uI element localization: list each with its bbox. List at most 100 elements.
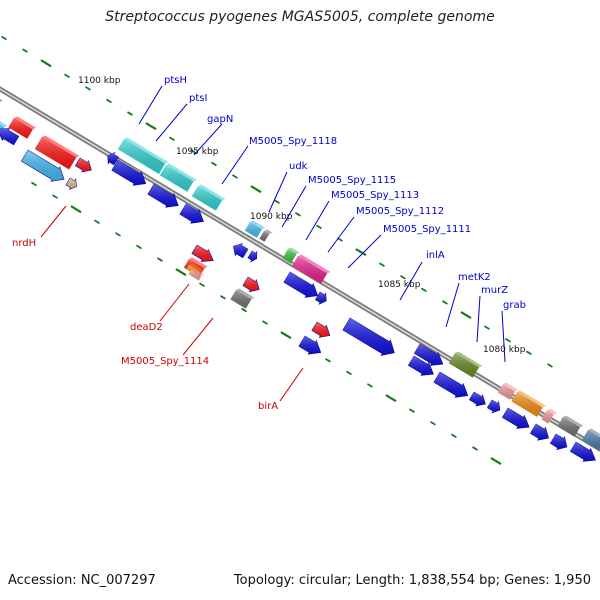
ruler-tick [472, 446, 478, 451]
gene-block-gapN[interactable] [159, 163, 197, 192]
gene-label-top: M5005_Spy_1111 [383, 224, 471, 235]
ruler-tick [64, 73, 70, 78]
gene-block-gray[interactable] [259, 229, 273, 242]
ruler-tick [52, 194, 58, 199]
cds-arrow[interactable] [111, 159, 147, 186]
cds-arrow[interactable] [147, 183, 179, 208]
ruler-tick [400, 275, 406, 280]
gene-label-top: grab [503, 300, 526, 311]
cds-arrow[interactable] [433, 371, 469, 398]
gene-block-pink[interactable] [541, 408, 558, 424]
gene-block-red[interactable] [34, 135, 80, 170]
gene-block-gapN[interactable] [191, 184, 226, 211]
ruler-tick [490, 457, 502, 465]
gene-label-top: ptsH [164, 75, 187, 86]
cds-arrow[interactable] [501, 407, 530, 429]
ruler-tick [355, 248, 367, 256]
cds-arrow[interactable] [413, 343, 444, 366]
cds-arrow[interactable] [468, 391, 486, 407]
gene-label-bottom: nrdH [12, 238, 36, 249]
ruler-tick [157, 257, 163, 262]
label-leader [281, 185, 307, 228]
gene-block-magenta[interactable] [291, 254, 331, 284]
gene-block-udk[interactable] [244, 220, 266, 238]
gene-label-top: inlA [426, 250, 445, 261]
ruler-tick [505, 338, 511, 343]
ruler-tick [547, 363, 553, 368]
label-leader [476, 295, 481, 343]
ruler-tick [22, 48, 28, 53]
cds-arrow[interactable] [107, 151, 119, 166]
ruler-tick [85, 86, 91, 91]
ruler-tick [325, 358, 331, 363]
gene-block-deaD2-stripe[interactable] [188, 268, 205, 281]
label-leader [445, 282, 460, 328]
ruler-tick [211, 161, 217, 166]
ruler-tick [250, 185, 262, 193]
cds-arrow-red[interactable] [191, 244, 214, 262]
cds-arrow[interactable] [342, 317, 395, 356]
ruler-tick [316, 224, 322, 229]
ruler-tick [409, 408, 415, 413]
gene-label-bottom: birA [258, 401, 278, 412]
ruler-tick [460, 311, 472, 319]
cds-arrow[interactable] [486, 399, 501, 414]
ruler-tick [295, 212, 301, 217]
label-leader [138, 85, 163, 125]
topology-summary: Topology: circular; Length: 1,838,554 bp… [233, 573, 591, 588]
gene-block-green[interactable] [282, 247, 300, 264]
cds-arrow[interactable] [407, 355, 434, 376]
gene-label-top: M5005_Spy_1113 [331, 190, 419, 201]
ruler-tick [1, 35, 7, 41]
cds-arrow-red[interactable] [242, 276, 260, 293]
ruler-tick [241, 307, 247, 312]
gene-block-steel[interactable] [581, 428, 600, 451]
cds-arrow[interactable] [549, 433, 568, 451]
map-title: Streptococcus pyogenes MGAS5005, complet… [105, 9, 495, 25]
cds-arrow-tan[interactable] [65, 177, 77, 191]
cds-arrow-red[interactable] [74, 157, 92, 173]
gene-block-red[interactable] [8, 116, 37, 139]
ruler-tick [262, 320, 268, 325]
ruler-tick [136, 244, 142, 249]
cds-arrow[interactable] [247, 250, 258, 263]
gene-block-pink[interactable] [497, 382, 519, 400]
ruler-tick [175, 268, 187, 276]
cds-arrow[interactable] [233, 243, 249, 259]
label-leader [221, 145, 249, 185]
label-leader [155, 103, 188, 142]
ruler-tick [337, 237, 343, 242]
gene-features[interactable] [0, 98, 600, 462]
gene-label-top: murZ [481, 285, 508, 296]
gene-block-ptsI[interactable] [117, 137, 169, 174]
label-leader [501, 310, 506, 363]
gene-block-orange[interactable] [511, 390, 546, 417]
ruler-tick [421, 287, 427, 292]
ruler-tick [94, 219, 100, 224]
cds-arrow[interactable] [569, 441, 596, 462]
gene-block-red[interactable] [0, 98, 3, 114]
label-leader [159, 283, 190, 322]
gene-label-top: metK2 [458, 272, 491, 283]
ruler-label: 1085 kbp [378, 280, 421, 290]
cds-arrow[interactable] [298, 335, 322, 355]
label-leader-lines [40, 85, 506, 402]
cds-arrow[interactable] [179, 203, 204, 224]
ruler-label: 1100 kbp [78, 76, 121, 86]
gene-block-olive[interactable] [448, 351, 483, 378]
ruler-tick [40, 59, 52, 67]
cds-arrow-birA[interactable] [311, 321, 331, 338]
gene-block-gray[interactable] [230, 288, 255, 309]
gene-label-top: ptsI [189, 93, 207, 104]
cds-arrow[interactable] [314, 291, 327, 305]
cds-arrow-sky[interactable] [20, 149, 65, 182]
ruler-tick [190, 149, 196, 154]
cds-arrow[interactable] [283, 271, 319, 298]
gene-label-top: M5005_Spy_1118 [249, 136, 337, 147]
cds-arrow[interactable] [529, 423, 549, 441]
gene-block-gray[interactable] [557, 415, 584, 437]
cds-arrow[interactable] [0, 128, 20, 146]
ruler-tick [220, 295, 226, 300]
label-leader [327, 216, 355, 253]
